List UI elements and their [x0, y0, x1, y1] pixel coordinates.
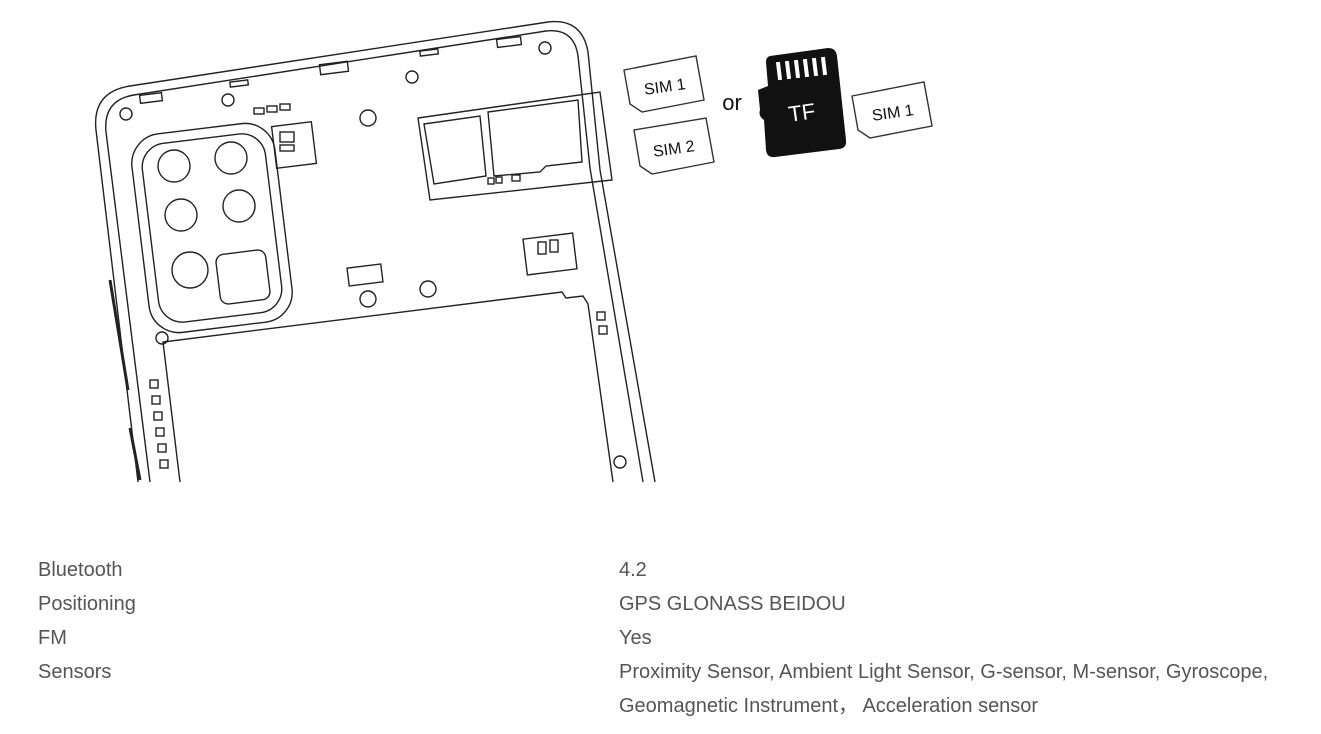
tf-label: TF	[787, 98, 817, 126]
spec-label: Positioning	[38, 593, 136, 615]
spec-value-line: Geomagnetic Instrument， Acceleration sen…	[619, 695, 1039, 717]
sim2-card: SIM 2	[633, 117, 715, 175]
spec-row-positioning: Positioning GPS GLONASS BEIDOU	[38, 587, 1318, 621]
tf-card: TF	[758, 48, 847, 158]
spec-table: Bluetooth 4.2 Positioning GPS GLONASS BE…	[38, 553, 1318, 723]
phone-back-frame	[94, 20, 656, 483]
sim1-card: SIM 1	[623, 55, 705, 113]
or-label: or	[722, 90, 742, 115]
spec-label: Sensors	[38, 661, 112, 683]
spec-row-bluetooth: Bluetooth 4.2	[38, 553, 1318, 587]
sim2-label: SIM 2	[652, 138, 696, 161]
spec-value: Yes	[619, 627, 652, 649]
spec-value: 4.2	[619, 559, 647, 581]
spec-value-line: Proximity Sensor, Ambient Light Sensor, …	[619, 661, 1269, 683]
sim1-alt-label: SIM 1	[871, 102, 915, 125]
phone-sim-tray-illustration: SIM 1 SIM 2 or TF SIM 1	[94, 20, 933, 483]
spec-label: Bluetooth	[38, 559, 123, 581]
spec-value: Proximity Sensor, Ambient Light Sensor, …	[619, 655, 1318, 723]
spec-row-sensors: Sensors Proximity Sensor, Ambient Light …	[38, 655, 1318, 723]
spec-row-fm: FM Yes	[38, 621, 1318, 655]
spec-value: GPS GLONASS BEIDOU	[619, 593, 846, 615]
spec-label: FM	[38, 627, 67, 649]
sim1-alt-card: SIM 1	[851, 81, 933, 139]
sim1-label: SIM 1	[643, 76, 687, 99]
